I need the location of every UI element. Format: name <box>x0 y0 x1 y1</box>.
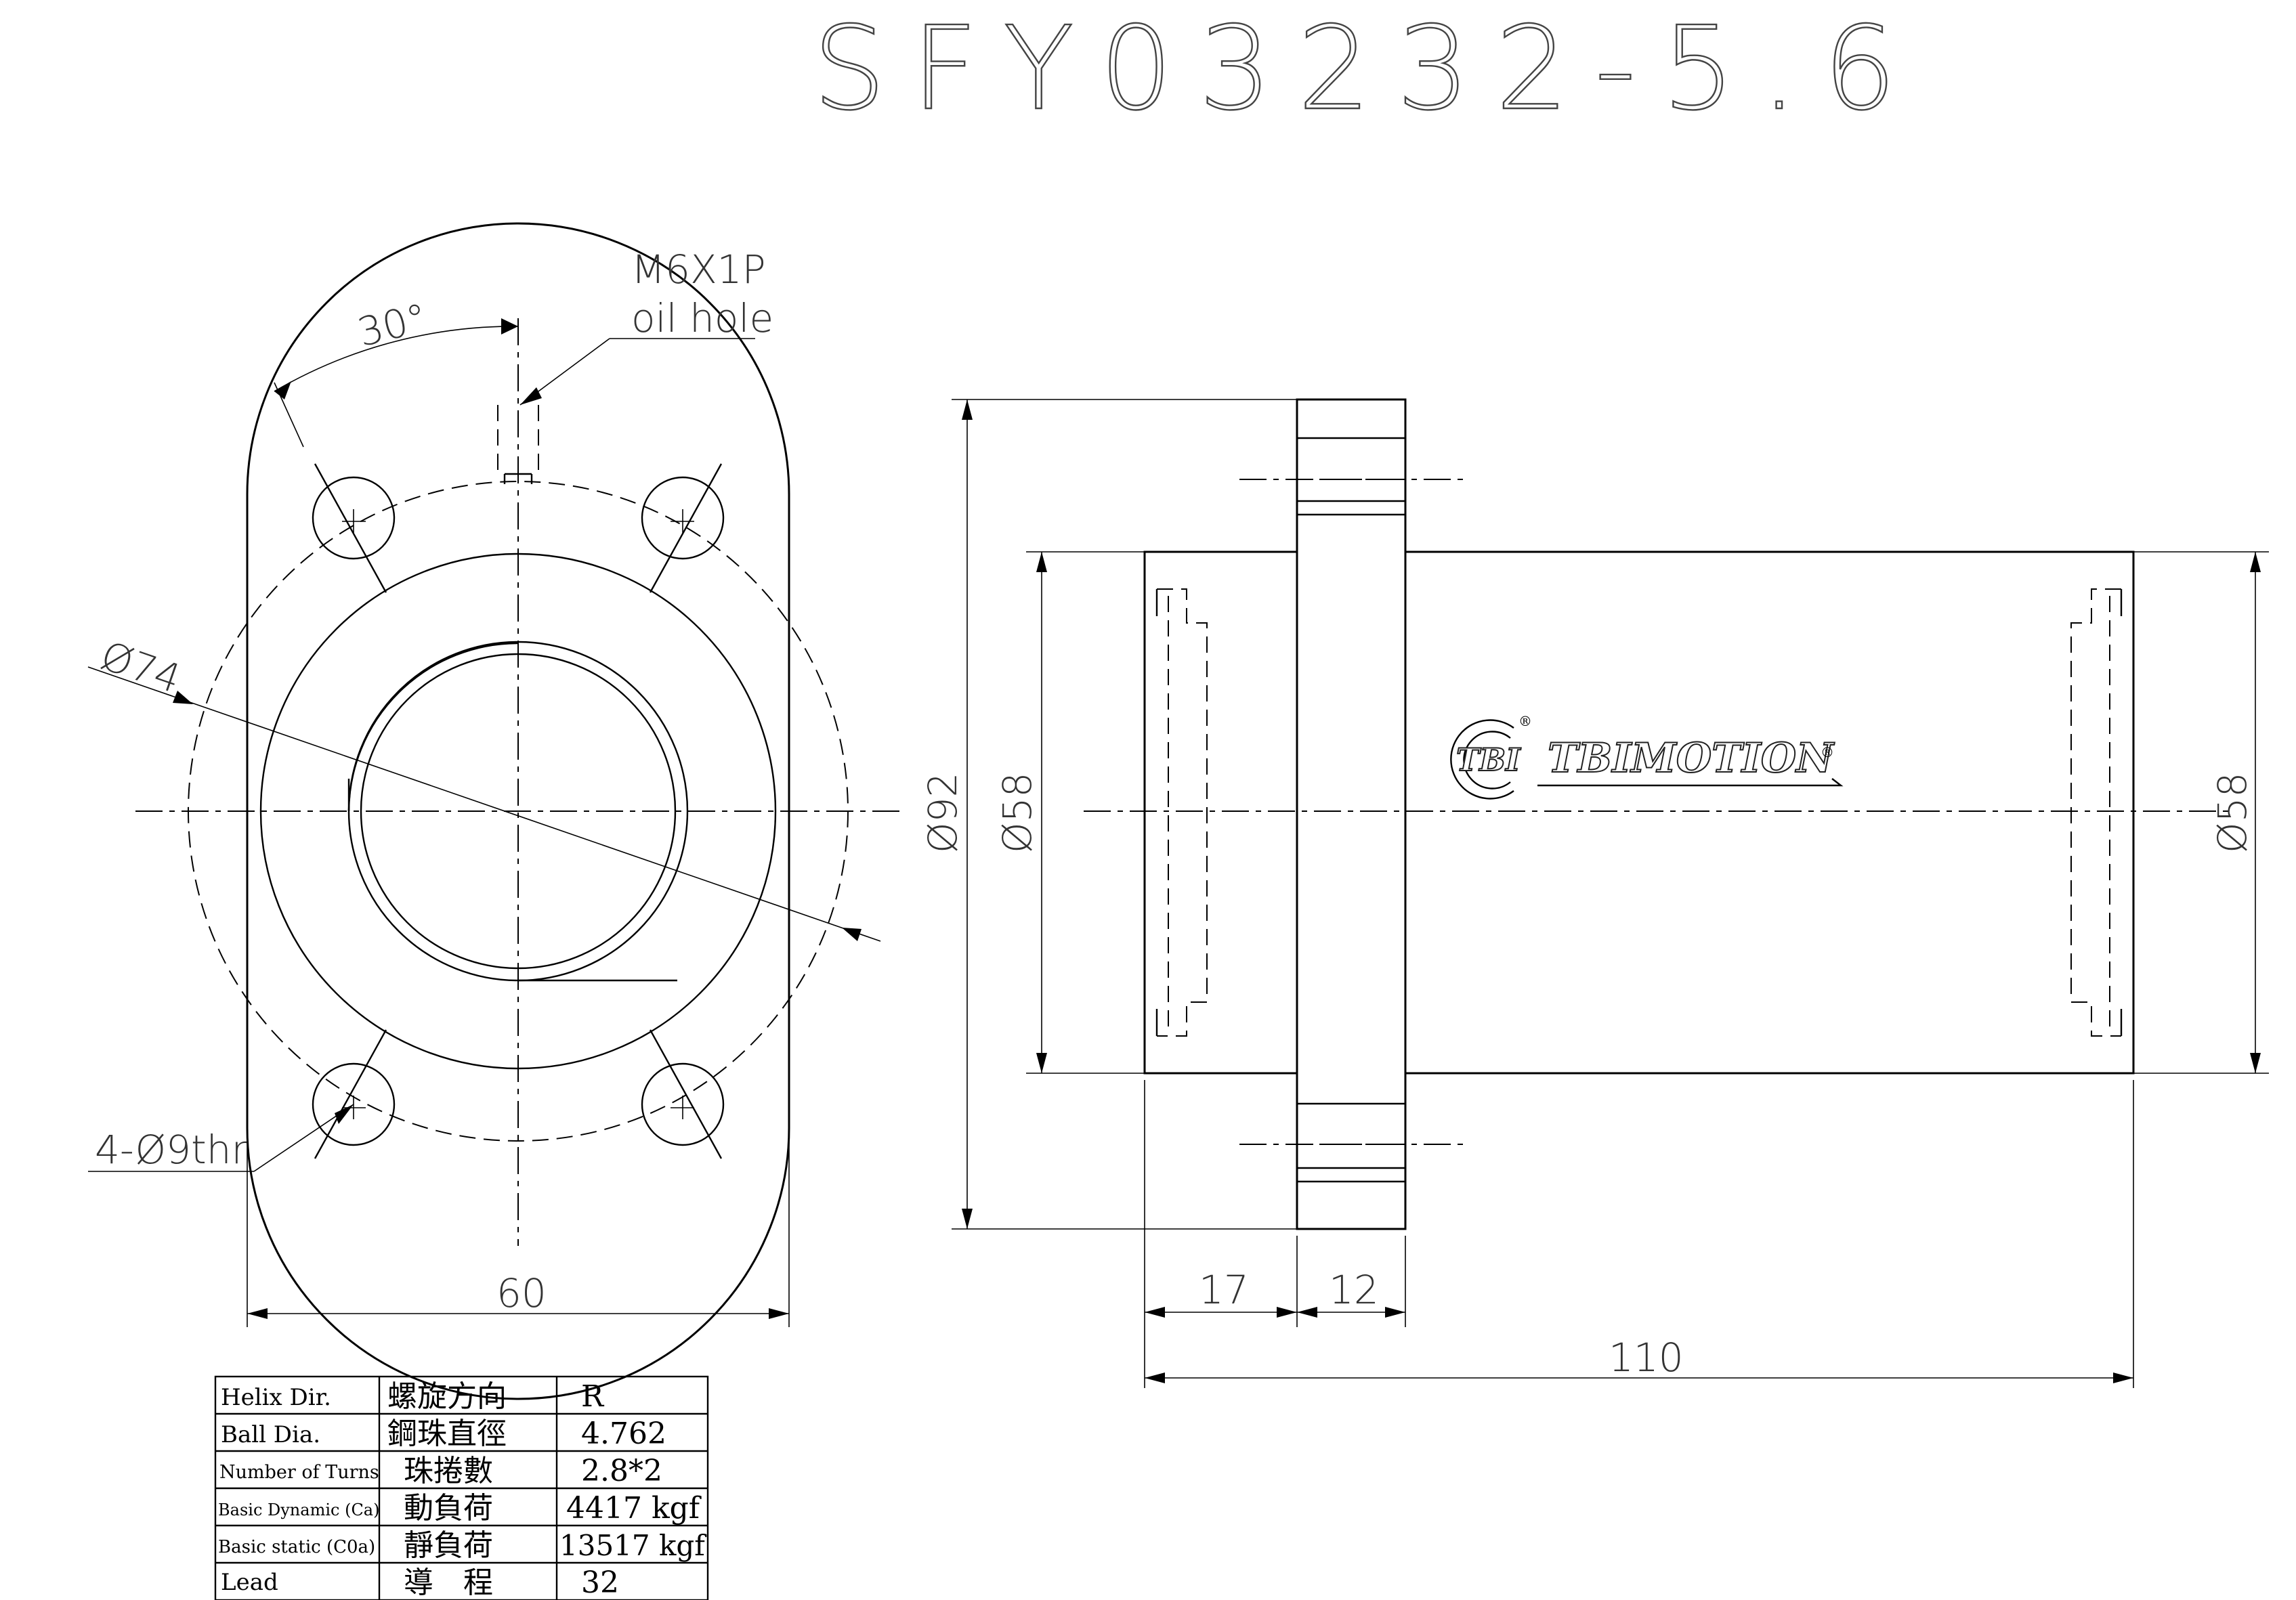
row-helix-en: Helix Dir. <box>221 1384 331 1411</box>
drawing-title: SFY03232-5.6 <box>813 2 1922 136</box>
front-view <box>135 222 901 1400</box>
body-circle <box>259 553 777 1070</box>
side-view-dimensions: Ø92 Ø58 Ø58 17 12 110 <box>920 399 2269 1388</box>
bolt-circle-label: Ø74 <box>95 632 186 702</box>
bolt-hole-group <box>312 476 725 1146</box>
oil-hole-label-1: M6X1P <box>631 246 766 293</box>
row-lead-en: Lead <box>221 1569 278 1596</box>
side-view <box>1084 398 2235 1230</box>
row-helix-value: R <box>581 1379 605 1414</box>
front-view-dimensions: 30° M6X1P oil hole Ø74 4-Ø9thr 60 <box>87 246 881 1327</box>
logo-brand: TBIMOTION <box>1548 735 1835 782</box>
flange-outline <box>246 222 790 1400</box>
logo-ring <box>1450 719 1514 800</box>
len-12-label: 12 <box>1329 1267 1379 1313</box>
row-ball-zh: 鋼珠直徑 <box>387 1417 507 1451</box>
bolt-circle <box>188 481 849 1142</box>
angle-label: 30° <box>353 295 431 356</box>
row-static-en: Basic static (C0a) <box>218 1537 375 1557</box>
body-dia-right-label: Ø58 <box>2209 773 2255 853</box>
row-dynamic-en: Basic Dynamic (Ca) <box>218 1500 379 1519</box>
len-17-label: 17 <box>1199 1267 1249 1313</box>
row-lead-zh: 導 程 <box>404 1565 493 1600</box>
row-ball-value: 4.762 <box>581 1417 666 1451</box>
row-helix-zh: 螺旋方向 <box>387 1379 507 1414</box>
logo-reg: ® <box>1821 744 1834 760</box>
row-static-zh: 靜負荷 <box>404 1528 493 1563</box>
oil-hole-feature <box>497 405 539 484</box>
spec-table: Helix Dir. 螺旋方向 R Ball Dia. 鋼珠直徑 4.762 N… <box>214 1375 709 1600</box>
nut-body <box>1143 550 2135 1075</box>
body-dia-left-label: Ø58 <box>994 773 1040 853</box>
row-turns-zh: 珠捲數 <box>404 1454 493 1488</box>
logo-swoosh <box>1537 778 1844 787</box>
row-lead-value: 32 <box>581 1565 619 1600</box>
holes-label: 4-Ø9thr <box>95 1127 247 1173</box>
row-ball-en: Ball Dia. <box>221 1421 320 1448</box>
row-dynamic-value: 4417 kgf <box>566 1491 702 1526</box>
tbi-logo: TBI ® TBIMOTION ® <box>1450 713 1844 800</box>
row-dynamic-zh: 動負荷 <box>404 1491 493 1526</box>
flange-dia-label: Ø92 <box>920 773 966 853</box>
row-static-value: 13517 kgf <box>559 1529 707 1562</box>
width-60-label: 60 <box>496 1270 547 1316</box>
flange <box>1296 398 1407 1230</box>
row-turns-en: Number of Turns <box>219 1462 379 1483</box>
logo-reg-small: ® <box>1518 713 1532 729</box>
oil-hole-label-2: oil hole <box>631 295 773 341</box>
logo-badge: TBI <box>1456 741 1521 778</box>
len-110-label: 110 <box>1609 1335 1684 1381</box>
row-turns-value: 2.8*2 <box>581 1454 662 1488</box>
